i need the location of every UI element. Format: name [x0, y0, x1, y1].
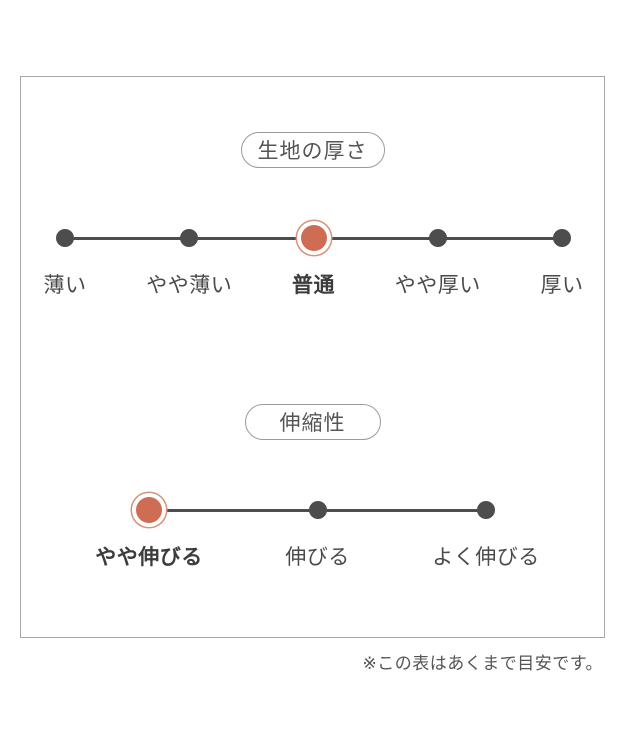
stretch-dot-stretches: [308, 501, 327, 519]
thickness-label-normal: 普通: [292, 273, 335, 297]
stretch-label-very-stretchy: よく伸びる: [432, 545, 540, 569]
thickness-dot-somewhat-thin: [180, 229, 199, 247]
thickness-title-badge: 生地の厚さ: [240, 132, 385, 168]
stretch-dot-very-stretchy: [477, 501, 495, 519]
stretch-title-badge: 伸縮性: [244, 404, 381, 440]
thickness-selected-dot-icon: [300, 225, 327, 251]
thickness-dot-thick: [553, 229, 571, 247]
thickness-label-thick: 厚い: [540, 273, 584, 297]
stretch-label-somewhat: やや伸びる: [95, 545, 203, 569]
thickness-label-thin: 薄い: [43, 273, 87, 297]
thickness-dot-thin: [56, 229, 74, 247]
thickness-title: 生地の厚さ: [257, 139, 368, 163]
thickness-dot-somewhat-thick: [428, 229, 447, 247]
stretch-title: 伸縮性: [279, 411, 346, 435]
thickness-label-somewhat-thick: やや厚い: [394, 273, 481, 297]
thickness-label-somewhat-thin: やや薄い: [146, 273, 233, 297]
stretch-selected-dot-icon: [136, 497, 162, 523]
fabric-spec-panel: 生地の厚さ 薄い やや薄い 普通 やや厚い 厚い 伸縮性: [20, 76, 605, 638]
stretch-label-stretches: 伸びる: [285, 545, 350, 569]
disclaimer-footnote: ※この表はあくまで目安です。: [362, 654, 603, 674]
